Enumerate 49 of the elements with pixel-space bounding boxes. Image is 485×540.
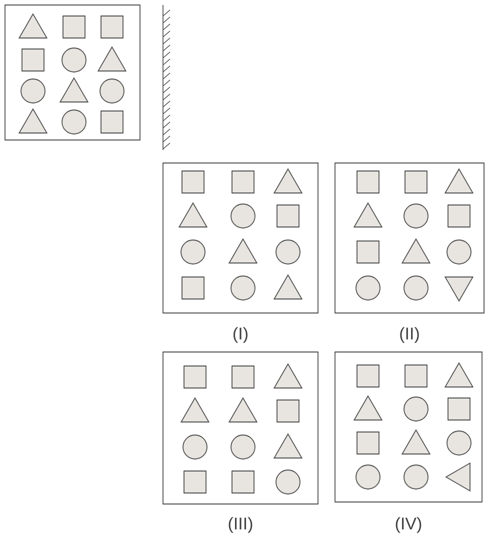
node-label: (IV)	[396, 517, 422, 533]
circle	[276, 470, 300, 494]
circle	[230, 204, 256, 228]
node-label: (I)	[234, 327, 248, 343]
circle	[276, 240, 300, 264]
circle	[446, 240, 472, 264]
square	[100, 110, 124, 134]
circle	[404, 396, 428, 422]
square	[100, 16, 124, 38]
square	[356, 240, 380, 264]
square	[356, 364, 380, 388]
circle	[404, 204, 428, 228]
circle	[356, 276, 380, 300]
option-panel: (II)	[334, 162, 484, 343]
circle	[356, 464, 380, 490]
square	[232, 170, 254, 194]
square	[356, 432, 380, 454]
square	[448, 204, 470, 228]
node-label: (III)	[228, 517, 252, 533]
square	[404, 364, 428, 388]
circle	[230, 276, 256, 300]
square	[404, 170, 428, 194]
circle	[446, 430, 472, 456]
square	[182, 276, 204, 300]
circle	[62, 48, 86, 72]
circle	[100, 78, 124, 104]
square	[356, 170, 380, 194]
square	[184, 366, 206, 388]
node-label: (II)	[400, 327, 419, 343]
square	[232, 366, 254, 388]
square	[276, 400, 300, 422]
circle	[180, 240, 206, 264]
circle	[62, 110, 86, 134]
option-panel: (IV)	[334, 352, 482, 533]
square	[184, 470, 206, 494]
circle	[404, 276, 428, 300]
circle	[20, 78, 46, 104]
option-panel: (III)	[162, 352, 318, 533]
square	[448, 398, 470, 420]
circle	[404, 464, 428, 490]
square	[276, 204, 300, 228]
square	[182, 170, 204, 194]
figure-panel	[4, 4, 140, 140]
square	[22, 48, 44, 72]
square	[232, 470, 254, 494]
circle	[182, 434, 208, 460]
circle	[230, 434, 256, 460]
square	[62, 16, 86, 38]
option-panel: (I)	[162, 162, 318, 343]
